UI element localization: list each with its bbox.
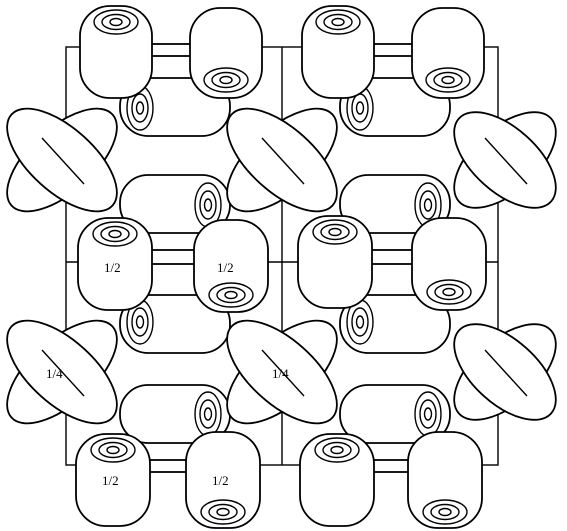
height-label-half: 1/2 (217, 260, 234, 275)
ring-top-view (93, 9, 139, 35)
cross-molecule (226, 319, 338, 425)
cross-molecule (453, 323, 557, 421)
ring-top-view (203, 67, 249, 93)
ring-top-view (315, 9, 361, 35)
barrel-molecule (411, 7, 485, 99)
back-molecule (339, 77, 451, 137)
back-molecule (339, 174, 451, 234)
barrel-molecule (411, 217, 487, 311)
height-labels: 1/2 1/2 1/4 1/4 1/2 1/2 (46, 260, 289, 488)
barrel-molecule (189, 7, 263, 99)
back-molecule (339, 294, 451, 354)
barrel-molecule (297, 215, 373, 309)
cross-molecule (453, 111, 557, 209)
ring-top-view (200, 499, 246, 525)
barrel-molecule (185, 431, 261, 529)
height-label-half: 1/2 (212, 473, 229, 488)
height-label-quarter: 1/4 (272, 366, 289, 381)
connector-bar (147, 249, 197, 265)
connector-bar (367, 43, 417, 57)
ring-top-view (92, 221, 138, 247)
back-molecule (339, 384, 451, 444)
height-label-quarter: 1/4 (46, 366, 63, 381)
back-ring-group (126, 85, 442, 437)
ring-top-view (312, 219, 358, 245)
connector-bar (147, 43, 197, 57)
ring-top-view (90, 437, 136, 463)
cross-molecule (6, 107, 118, 213)
back-molecule (119, 294, 231, 354)
ring-top-view (426, 279, 472, 305)
front-ring-group (90, 9, 472, 525)
cross-molecule (6, 319, 118, 425)
barrel-molecule (301, 5, 375, 99)
front-pair-group (75, 5, 487, 529)
ring-top-view (208, 282, 254, 308)
ring-top-view (422, 499, 468, 525)
connector-bars (147, 43, 417, 473)
ring-top-view (425, 67, 471, 93)
ring-end-view (126, 299, 154, 345)
cross-molecule (226, 107, 338, 213)
connector-bar (367, 249, 417, 265)
ring-top-view (314, 437, 360, 463)
height-label-half: 1/2 (102, 473, 119, 488)
back-pair-group (119, 77, 451, 444)
height-label-half: 1/2 (104, 260, 121, 275)
cross-molecule-group (6, 107, 557, 425)
barrel-molecule (407, 431, 483, 529)
barrel-molecule (299, 433, 375, 527)
barrel-molecule (79, 5, 153, 99)
